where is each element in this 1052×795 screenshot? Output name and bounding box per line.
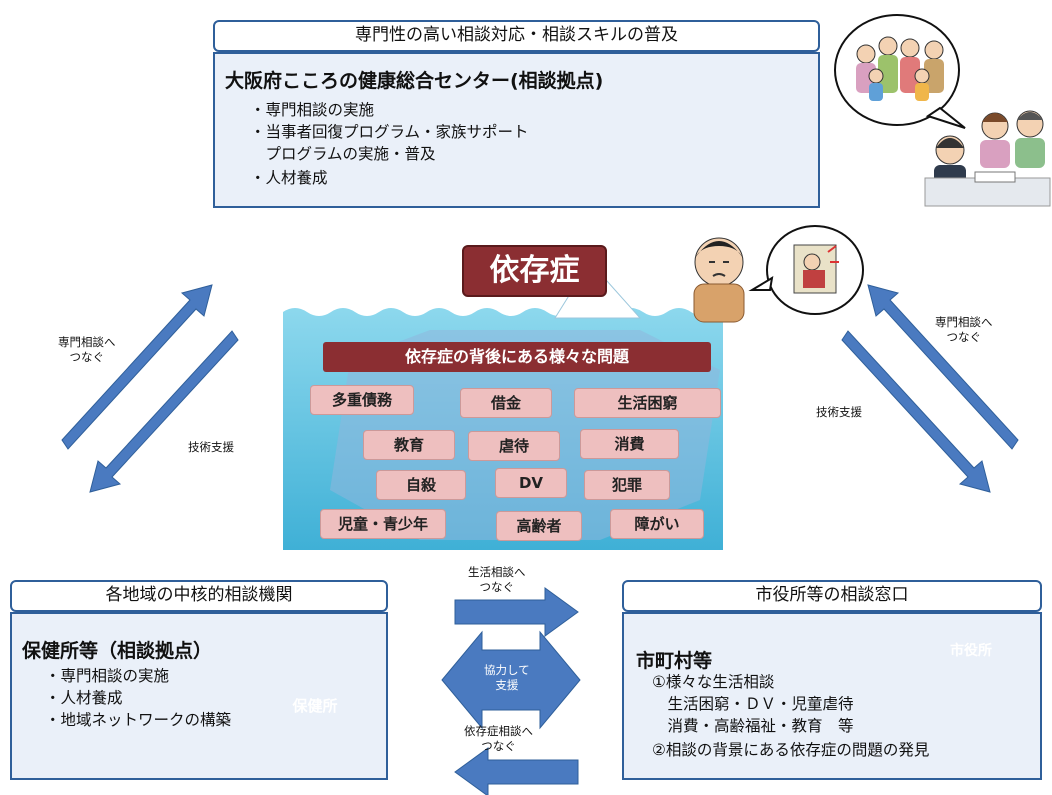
center-info-box — [213, 52, 820, 208]
city-office-title: 市町村等 — [636, 650, 713, 672]
issue-pill: 障がい — [610, 509, 704, 539]
bottom-both-arrow-label: 協力して 支援 — [484, 663, 530, 692]
health-center-sign: 保健所 — [292, 697, 338, 715]
background-issues-label: 依存症の背後にある様々な問題 — [323, 342, 711, 372]
issue-pill: 高齢者 — [496, 511, 582, 541]
health-center-box — [10, 612, 388, 780]
issue-pill: 犯罪 — [584, 470, 670, 500]
health-center-title: 保健所等（相談拠点） — [22, 640, 213, 662]
right-arrow-up — [867, 284, 1019, 450]
city-office-item: ①様々な生活相談 — [652, 673, 775, 691]
family-speech-bubble — [834, 14, 966, 129]
right-down-arrow-label: 技術支援 — [816, 405, 862, 419]
center-info-item: ・人材養成 — [250, 169, 328, 187]
issue-pill: 消費 — [580, 429, 679, 459]
issue-pill: DV — [495, 468, 567, 498]
counseling-desk-people — [924, 110, 1051, 207]
health-center-item: ・人材養成 — [45, 689, 123, 707]
city-office-header: 市役所等の相談窓口 — [622, 580, 1042, 612]
left-down-arrow-label: 技術支援 — [188, 440, 234, 454]
health-center-header: 各地域の中核的相談機関 — [10, 580, 388, 612]
issue-pill: 借金 — [460, 388, 552, 418]
bottom-arrow-left — [454, 747, 579, 795]
thought-bubble — [748, 225, 864, 315]
issue-pill: 教育 — [363, 430, 455, 460]
city-office-item: 消費・高齢福祉・教育 等 — [652, 717, 854, 735]
issue-pill: 自殺 — [376, 470, 466, 500]
center-info-item: ・専門相談の実施 — [250, 101, 375, 119]
addiction-main-label: 依存症 — [462, 245, 607, 297]
left-arrow-down — [89, 330, 239, 493]
worried-man-figure — [693, 237, 745, 323]
health-center-item: ・地域ネットワークの構築 — [45, 711, 232, 729]
bottom-right-arrow-label: 生活相談へ つなぐ — [468, 565, 526, 594]
center-info-title: 大阪府こころの健康総合センター(相談拠点) — [225, 70, 604, 92]
city-office-item: ②相談の背景にある依存症の問題の発見 — [652, 741, 930, 759]
issue-pill: 虐待 — [468, 431, 560, 461]
issue-pill: 生活困窮 — [574, 388, 721, 418]
issue-pill: 児童・青少年 — [320, 509, 446, 539]
bottom-left-arrow-label: 依存症相談へ つなぐ — [464, 724, 533, 753]
health-center-item: ・専門相談の実施 — [45, 667, 170, 685]
left-arrow-up — [61, 284, 213, 450]
city-office-box — [622, 612, 1042, 780]
bottom-arrow-both — [441, 630, 581, 730]
center-info-header: 専門性の高い相談対応・相談スキルの普及 — [213, 20, 820, 52]
right-up-arrow-label: 専門相談へ つなぐ — [935, 315, 993, 344]
center-info-item: ・当事者回復プログラム・家族サポート — [250, 123, 529, 141]
issue-pill: 多重債務 — [310, 385, 414, 415]
left-up-arrow-label: 専門相談へ つなぐ — [58, 335, 116, 364]
center-info-item: プログラムの実施・普及 — [250, 145, 436, 163]
bottom-arrow-right — [454, 587, 579, 637]
city-office-sign: 市役所 — [950, 643, 992, 659]
city-office-item: 生活困窮・ＤＶ・児童虐待 — [652, 695, 854, 713]
right-arrow-down — [841, 330, 991, 493]
